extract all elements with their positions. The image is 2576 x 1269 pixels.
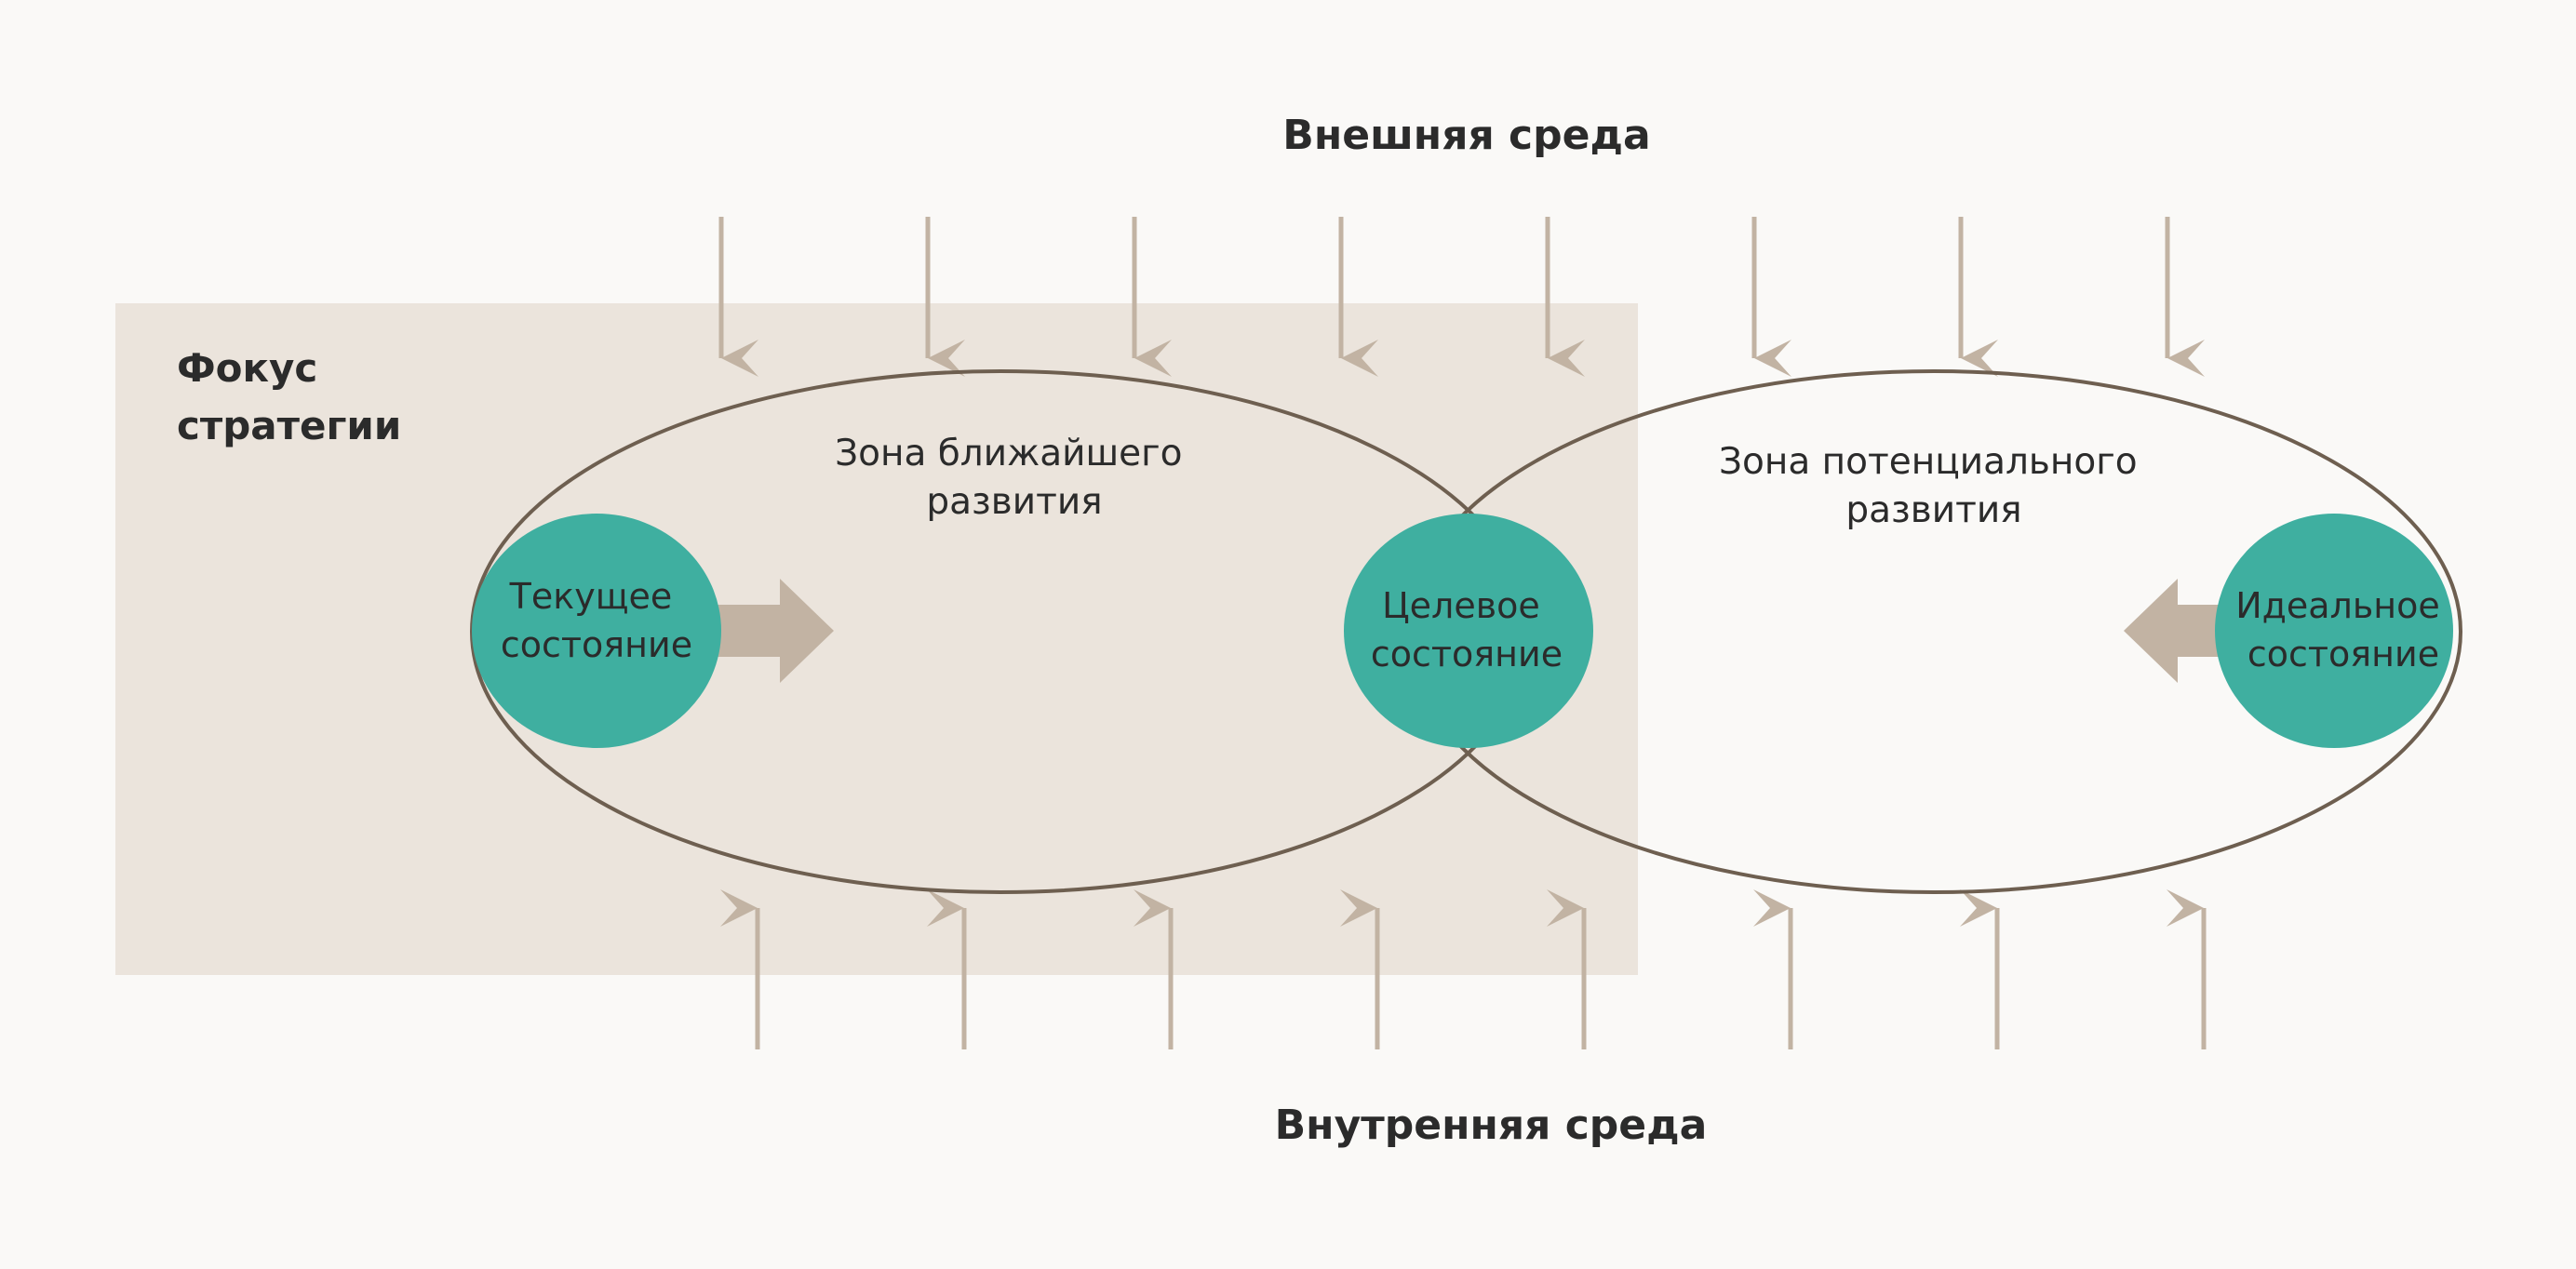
internal-environment-title: Внутренняя среда xyxy=(1275,1102,1708,1149)
current-state-label: Текущее состояние xyxy=(501,576,692,665)
near-zone-label-line1: Зона ближайшего xyxy=(835,433,1182,474)
current-state-label-line1: Текущее xyxy=(509,576,673,617)
current-state-circle xyxy=(472,514,721,748)
ideal-state-circle xyxy=(2215,514,2453,748)
ideal-state-label-line2: состояние xyxy=(2247,634,2439,675)
ideal-state-label: Идеальное состояние xyxy=(2235,585,2451,675)
potential-zone-label: Зона потенциального развития xyxy=(1719,441,2149,531)
near-zone-label: Зона ближайшего развития xyxy=(835,433,1194,523)
ideal-to-target-arrow xyxy=(2124,579,2234,683)
near-zone-label-line2: развития xyxy=(926,481,1102,523)
external-arrows xyxy=(718,217,2205,377)
target-state-label: Целевое состояние xyxy=(1371,585,1563,675)
potential-zone-label-line2: развития xyxy=(1845,489,2021,531)
ideal-state-label-line1: Идеальное xyxy=(2235,585,2440,626)
internal-arrows xyxy=(720,889,2207,1049)
external-environment-title: Внешняя среда xyxy=(1282,112,1650,159)
target-state-circle xyxy=(1344,514,1593,748)
target-state-label-line1: Целевое xyxy=(1382,585,1540,626)
focus-label: Фокус стратегии xyxy=(177,345,401,448)
focus-label-line2: стратегии xyxy=(177,403,401,448)
current-to-target-arrow xyxy=(707,579,834,683)
potential-zone-label-line1: Зона потенциального xyxy=(1719,441,2138,483)
focus-label-line1: Фокус xyxy=(177,345,317,391)
target-state-label-line2: состояние xyxy=(1371,634,1563,675)
current-state-label-line2: состояние xyxy=(501,624,692,665)
